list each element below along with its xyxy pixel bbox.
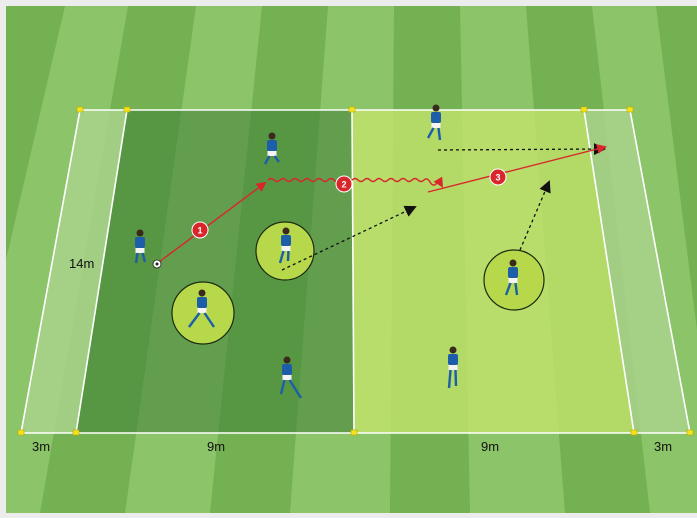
cone-icon [580,106,588,113]
player-icon [263,132,280,165]
label-right-end: 3m [654,439,672,454]
run-arrow [281,205,417,271]
players [134,104,519,399]
label-right-zone: 9m [481,439,499,454]
cone-icon [123,106,131,113]
cone-icon [17,429,25,436]
label-left-zone: 9m [207,439,225,454]
left-zone [76,110,354,433]
right-end-zone [584,110,690,433]
player-icon [188,289,215,328]
cone-icon [630,429,638,436]
run-arrows [281,143,606,271]
label-height: 14m [69,256,94,271]
player-icon [134,229,147,264]
pass-arrow [427,144,607,193]
run-arrow [437,143,606,156]
pass-arrows [158,144,607,263]
player-icon [279,356,303,399]
player-icon [504,259,519,296]
step-badge-1: 1 [197,226,202,236]
cone-icon [76,106,84,113]
label-left-end: 3m [32,439,50,454]
player-icon [426,104,442,141]
step-badge-3: 3 [495,173,500,183]
run-arrow [519,180,551,251]
cones [17,106,694,436]
cone-icon [686,429,694,436]
cone-icon [350,429,358,436]
step-badge-2: 2 [341,180,346,190]
player-icon [278,227,291,264]
dimension-labels: 14m 3m 9m 9m 3m [32,256,672,454]
pass-arrow [158,181,267,263]
cone-icon [348,106,356,113]
cone-icon [626,106,634,113]
step-badges: 1 2 3 [191,168,507,239]
left-end-zone [21,110,127,433]
player-icon [447,346,458,389]
dribble-arrow [267,176,444,188]
cone-icon [72,429,80,436]
